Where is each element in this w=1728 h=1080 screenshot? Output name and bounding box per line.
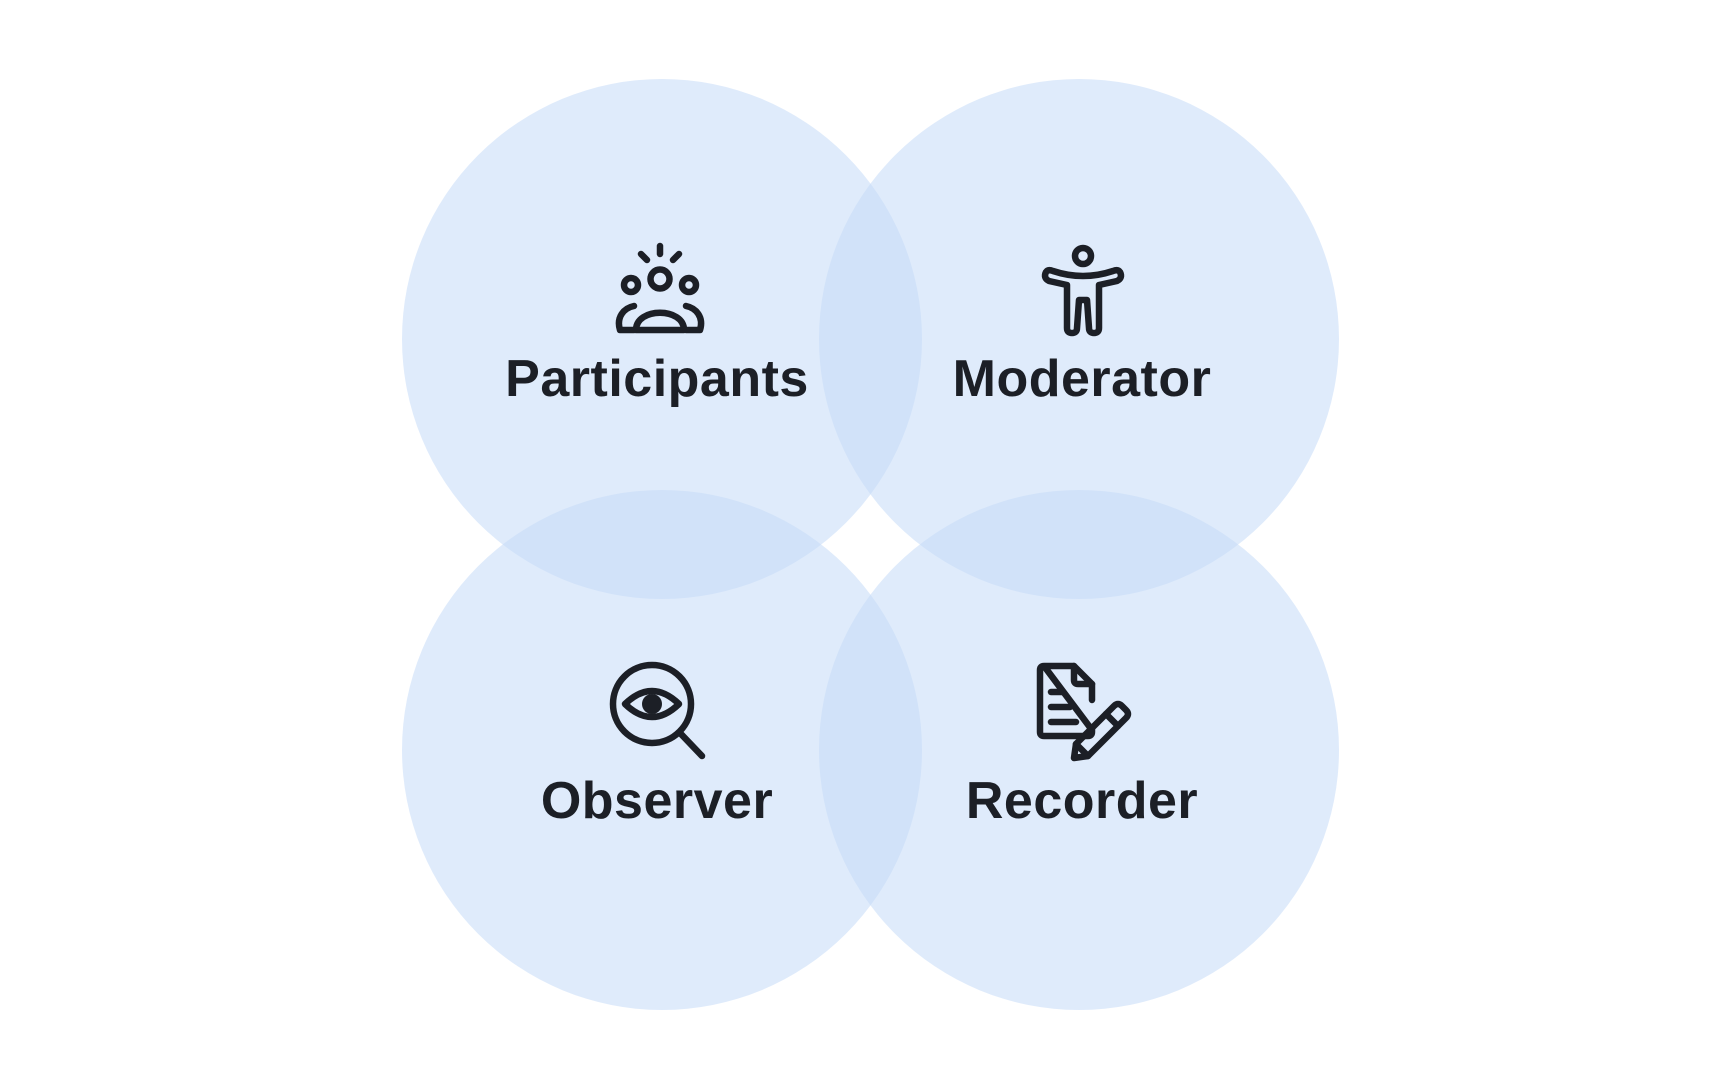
circle-observer: [402, 490, 922, 1010]
circle-participants: [402, 79, 922, 599]
moderator-label: Moderator: [953, 350, 1212, 408]
group-icon: [615, 242, 705, 334]
circle-moderator: [819, 79, 1339, 599]
accessibility-person-icon: [1041, 244, 1125, 337]
eye-search-icon: [609, 661, 706, 760]
participants-label: Participants: [505, 350, 809, 408]
recorder-label: Recorder: [966, 772, 1198, 830]
observer-label: Observer: [541, 772, 773, 830]
document-edit-icon: [1036, 662, 1132, 762]
